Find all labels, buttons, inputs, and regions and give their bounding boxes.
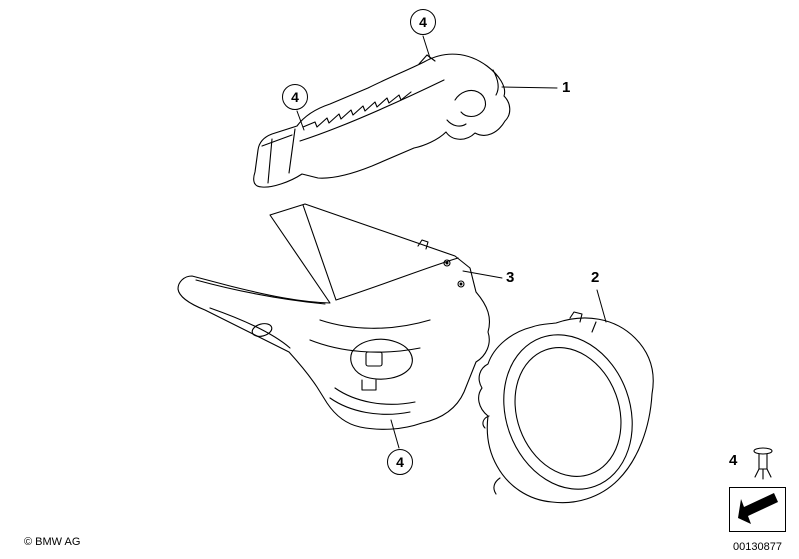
callout-4-bottom[interactable]: 4 bbox=[387, 449, 413, 475]
callout-4-left[interactable]: 4 bbox=[282, 84, 308, 110]
part-number: 00130877 bbox=[733, 541, 782, 553]
leader-lines bbox=[296, 35, 607, 449]
rivet-icon bbox=[753, 447, 773, 480]
part-label-2[interactable]: 2 bbox=[591, 269, 600, 286]
part-1-upper-cover bbox=[253, 53, 511, 188]
callout-label: 4 bbox=[419, 14, 427, 30]
reference-box[interactable] bbox=[729, 487, 786, 532]
copyright-text: © BMW AG bbox=[24, 536, 81, 548]
callout-label: 4 bbox=[291, 89, 299, 105]
legend-item-number: 4 bbox=[729, 452, 738, 469]
reference-arrow-icon bbox=[738, 493, 778, 524]
part-3-lower-cover bbox=[177, 203, 491, 430]
part-label-3[interactable]: 3 bbox=[506, 269, 515, 286]
callout-label: 4 bbox=[396, 454, 404, 470]
part-label-1[interactable]: 1 bbox=[562, 79, 571, 96]
part-2-bezel-ring bbox=[478, 311, 654, 504]
callout-4-top[interactable]: 4 bbox=[410, 9, 436, 35]
